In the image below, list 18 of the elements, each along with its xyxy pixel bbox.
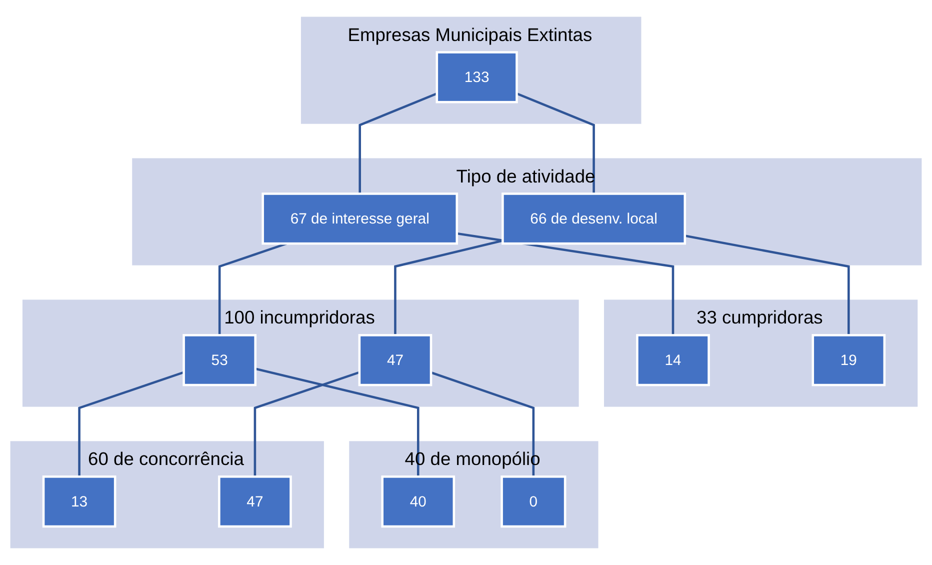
connector [684, 234, 850, 336]
node-box: 53 [182, 334, 256, 386]
node-box: 47 [358, 334, 432, 386]
connector [358, 92, 438, 194]
node-box: 40 [381, 476, 456, 528]
connector [78, 371, 184, 477]
node-box: 66 de desenv. local [502, 192, 686, 245]
connector [255, 368, 420, 477]
node-box: 67 de interesse geral [262, 192, 458, 245]
node-box: 0 [500, 476, 566, 528]
connector [254, 371, 360, 477]
node-box: 47 [218, 476, 292, 528]
connector [456, 232, 674, 336]
node-box: 133 [436, 51, 518, 104]
node-box: 19 [812, 334, 886, 386]
node-box: 13 [42, 476, 116, 528]
connector [394, 239, 503, 336]
node-box: 14 [636, 334, 710, 386]
